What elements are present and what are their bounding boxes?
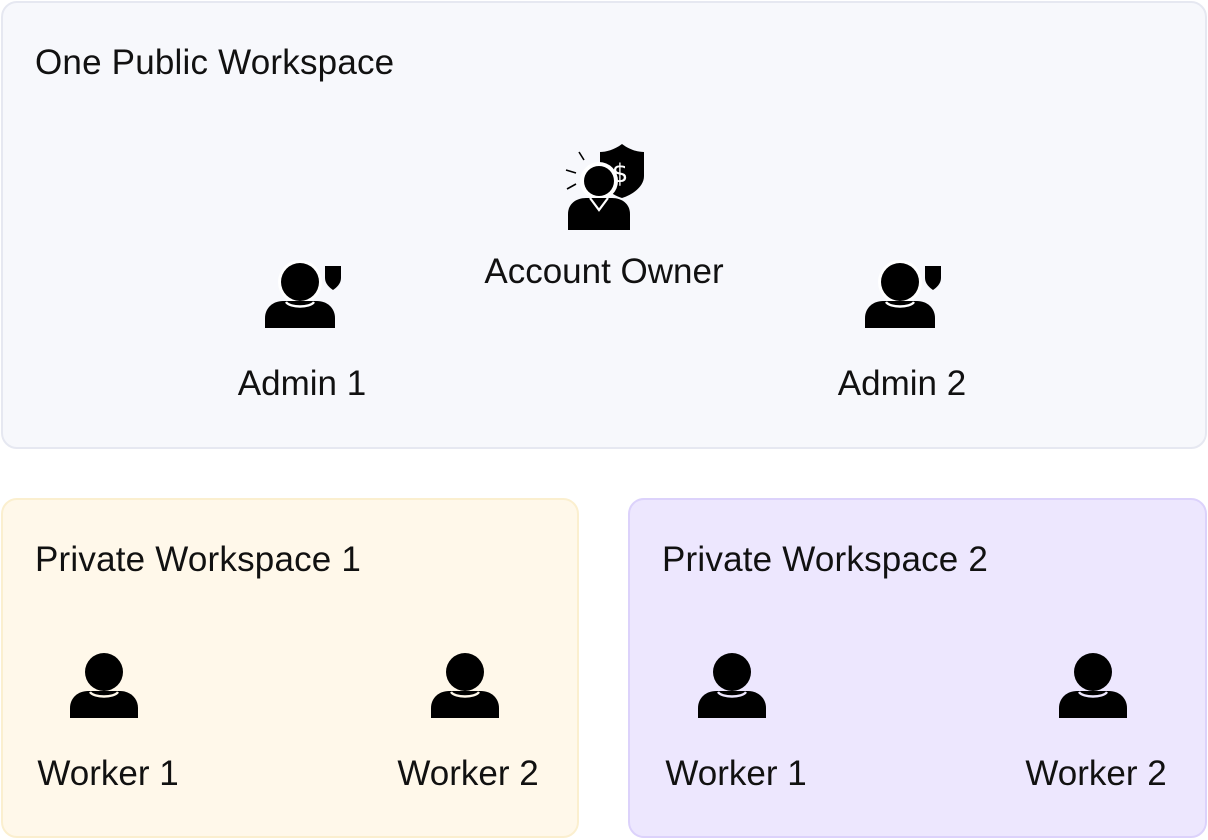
admin-icon <box>865 260 941 328</box>
admin-2-label: Admin 2 <box>837 364 967 403</box>
worker-icon <box>1059 650 1127 718</box>
worker-icon <box>70 650 138 718</box>
private-workspace-2-title: Private Workspace 2 <box>662 540 989 579</box>
pw1-worker-2-label: Worker 2 <box>397 754 539 793</box>
account-owner-label: Account Owner <box>484 252 724 291</box>
pw2-worker-2-label: Worker 2 <box>1025 754 1167 793</box>
admin-1-label: Admin 1 <box>237 364 367 403</box>
worker-icon <box>431 650 499 718</box>
public-workspace-title: One Public Workspace <box>35 43 395 82</box>
admin-icon <box>265 260 341 328</box>
account-owner-icon: $ <box>565 144 644 230</box>
pw1-worker-1-label: Worker 1 <box>37 754 179 793</box>
pw2-worker-1-label: Worker 1 <box>665 754 807 793</box>
worker-icon <box>698 650 766 718</box>
private-workspace-1-title: Private Workspace 1 <box>35 540 362 579</box>
